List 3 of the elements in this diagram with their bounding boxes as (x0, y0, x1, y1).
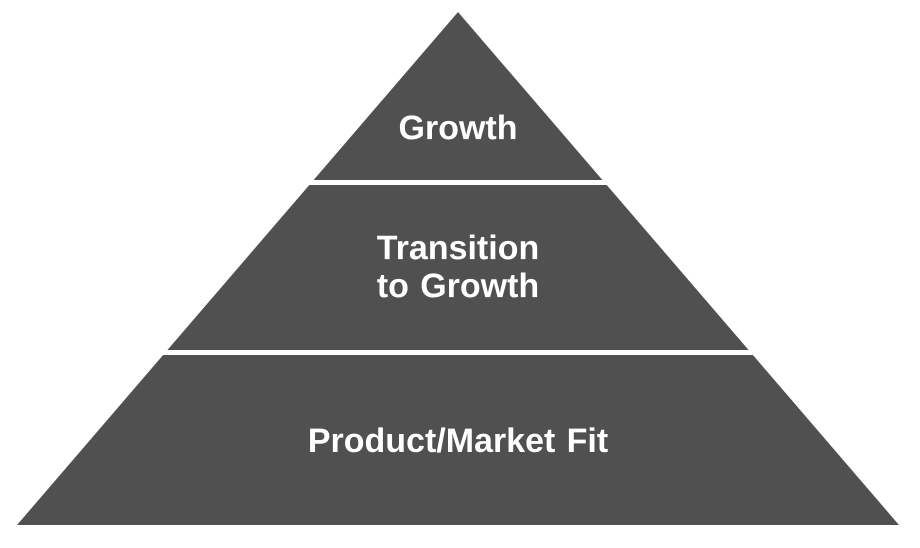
pyramid-tier: Transition to Growth (167, 185, 749, 350)
pyramid-tier: Growth (314, 12, 602, 180)
pyramid-tier: Product/Market Fit (17, 355, 899, 525)
